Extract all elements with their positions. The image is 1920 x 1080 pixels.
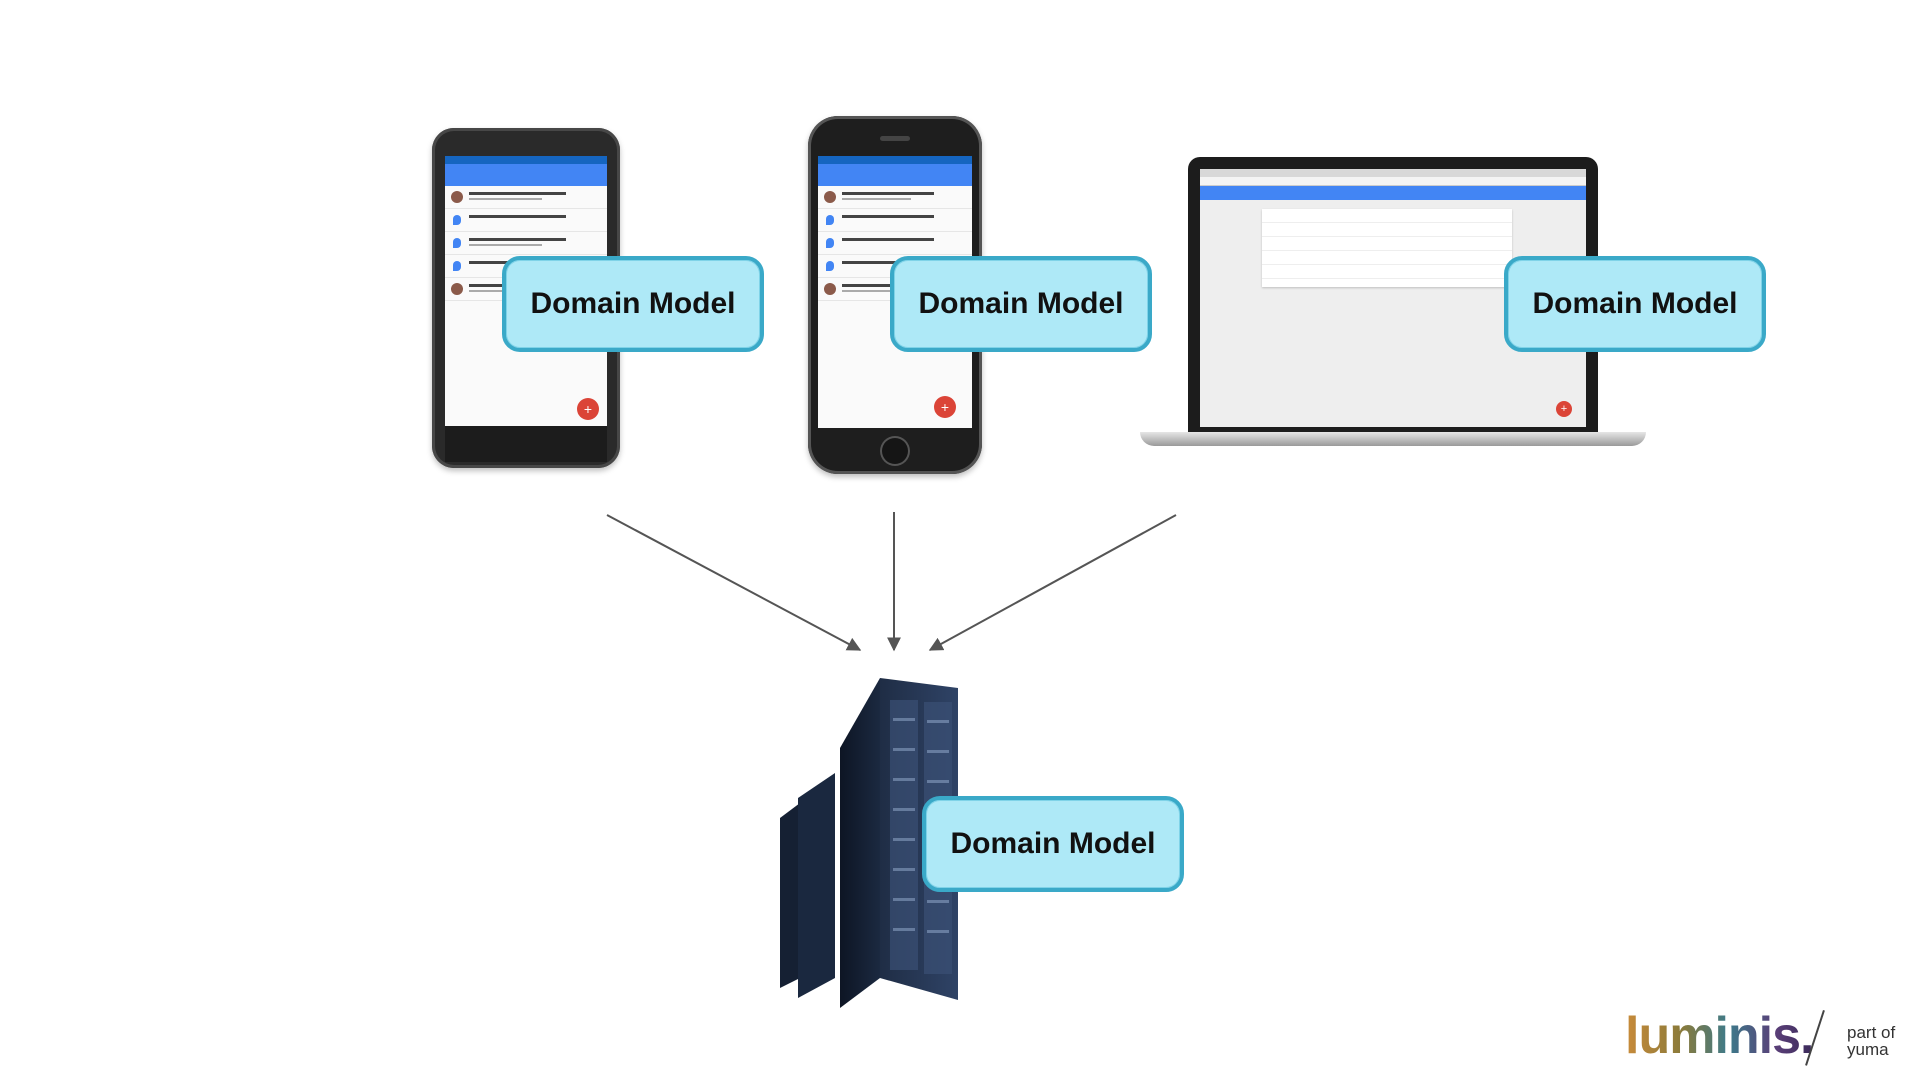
home-button-icon bbox=[880, 436, 910, 466]
logo-part-of: part of bbox=[1847, 1023, 1896, 1042]
domain-model-label-server: Domain Model bbox=[922, 796, 1184, 892]
add-fab-icon: + bbox=[577, 398, 599, 420]
luminis-logo: luminis. part of yuma bbox=[1625, 1008, 1905, 1068]
list-item bbox=[445, 186, 607, 209]
list-item bbox=[818, 209, 972, 232]
list-item bbox=[445, 232, 607, 255]
logo-wordmark: luminis. bbox=[1625, 1007, 1814, 1065]
android-navbar bbox=[445, 426, 607, 462]
domain-model-label-iphone: Domain Model bbox=[890, 256, 1152, 352]
laptop-screen: + bbox=[1200, 169, 1586, 427]
domain-model-label-laptop: Domain Model bbox=[1504, 256, 1766, 352]
add-fab-icon: + bbox=[1556, 401, 1572, 417]
domain-model-label-android: Domain Model bbox=[502, 256, 764, 352]
logo-parent-brand: yuma bbox=[1847, 1040, 1889, 1059]
laptop-base bbox=[1140, 432, 1646, 446]
server-rack-image bbox=[780, 678, 958, 1008]
add-fab-icon: + bbox=[934, 396, 956, 418]
list-item bbox=[445, 209, 607, 232]
arrow-from-android bbox=[606, 514, 862, 651]
arrow-from-laptop bbox=[928, 514, 1177, 651]
list-item bbox=[818, 232, 972, 255]
list-item bbox=[818, 186, 972, 209]
